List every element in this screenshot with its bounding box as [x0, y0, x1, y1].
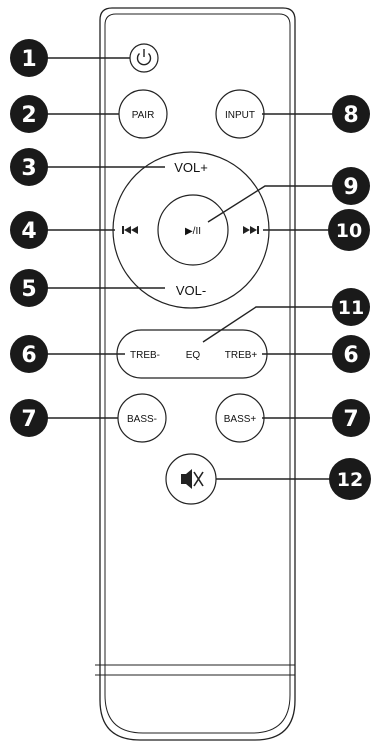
mute-button[interactable] [165, 453, 217, 505]
callout-10-number: 10 [336, 220, 362, 242]
callout-3: 3 [10, 148, 48, 186]
next-track-button[interactable] [243, 226, 259, 234]
callout-10: 10 [328, 209, 370, 251]
callout-4-number: 4 [21, 219, 36, 244]
bass-up-button[interactable]: BASS+ [215, 393, 265, 443]
callout-7-left-number: 7 [21, 407, 36, 432]
callout-2-number: 2 [21, 103, 36, 128]
prev-track-icon [122, 226, 138, 234]
callout-8: 8 [332, 95, 370, 133]
callout-7-right: 7 [332, 399, 370, 437]
play-pause-button[interactable]: ▶/II [157, 194, 229, 266]
callout-6-right: 6 [332, 335, 370, 373]
vol-down-button[interactable]: VOL- [176, 283, 206, 298]
play-pause-label: ▶/II [185, 226, 201, 237]
power-icon [136, 49, 152, 66]
callout-9-number: 9 [343, 175, 358, 200]
callout-2: 2 [10, 95, 48, 133]
input-button-label: INPUT [225, 110, 255, 121]
pair-button[interactable]: PAIR [118, 89, 168, 139]
callout-leaders [47, 57, 332, 480]
leader-9 [207, 185, 332, 223]
callout-7-left: 7 [10, 399, 48, 437]
bass-down-label: BASS- [127, 414, 157, 425]
callout-5-number: 5 [21, 277, 36, 302]
leader-11 [202, 306, 332, 343]
callout-8-number: 8 [343, 103, 358, 128]
next-track-icon [243, 226, 259, 234]
callout-1: 1 [10, 39, 48, 77]
callout-1-number: 1 [21, 47, 36, 72]
callout-6-right-number: 6 [343, 343, 358, 368]
callout-11-number: 11 [338, 297, 364, 319]
callout-12-number: 12 [337, 469, 363, 491]
treb-up-button[interactable]: TREB+ [225, 350, 258, 361]
power-button[interactable] [129, 43, 159, 73]
prev-track-button[interactable] [122, 226, 138, 234]
callout-6-left: 6 [10, 335, 48, 373]
callout-12: 12 [329, 458, 371, 500]
callout-4: 4 [10, 211, 48, 249]
bass-down-button[interactable]: BASS- [117, 393, 167, 443]
vol-up-button[interactable]: VOL+ [174, 160, 208, 175]
callout-5: 5 [10, 269, 48, 307]
treb-down-button[interactable]: TREB- [130, 350, 160, 361]
callout-9: 9 [332, 167, 370, 205]
callout-3-number: 3 [21, 156, 36, 181]
eq-button[interactable]: EQ [186, 350, 201, 361]
callout-7-right-number: 7 [343, 407, 358, 432]
mute-speaker-icon [181, 469, 204, 489]
treble-eq-bar[interactable]: TREB- EQ TREB+ [116, 329, 268, 379]
input-button[interactable]: INPUT [215, 89, 265, 139]
callout-6-left-number: 6 [21, 343, 36, 368]
pair-button-label: PAIR [132, 110, 155, 121]
callout-11: 11 [332, 288, 370, 326]
bass-up-label: BASS+ [224, 414, 257, 425]
